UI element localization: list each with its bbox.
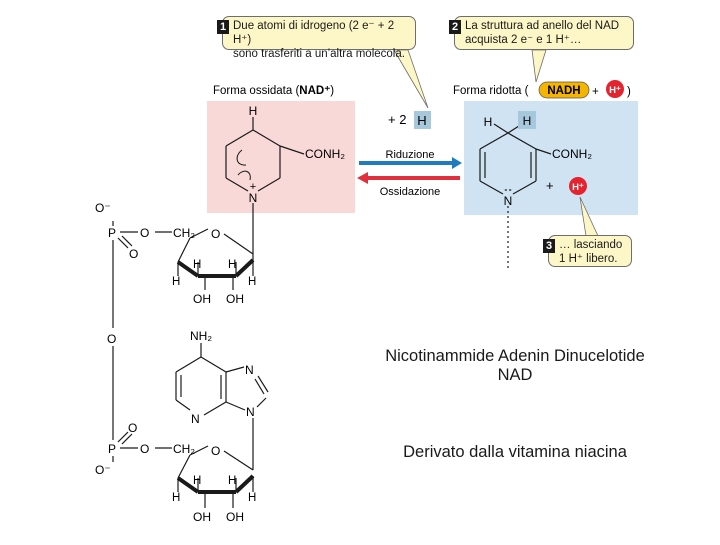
oxidation-arrowhead: [357, 172, 368, 184]
proton-badge-top: [606, 80, 624, 98]
svg-text:Forma ossidata (NAD⁺): Forma ossidata (NAD⁺): [213, 85, 334, 97]
caption-line3: Derivato dalla vitamina niacina: [403, 443, 627, 461]
callout1-pointer: [393, 49, 429, 109]
caption-line1: Nicotinammide Adenin Dinucelotide: [385, 347, 645, 365]
lower-oh1: OH: [193, 510, 211, 524]
callout-2-line2: acquista 2 e⁻ e 1 H⁺…: [465, 34, 582, 46]
callout-1-number: 1: [217, 20, 229, 34]
callout-step-1: 1 Due atomi di idrogeno (2 e⁻ + 2 H⁺) so…: [217, 16, 416, 60]
reduced-plus: +: [592, 86, 599, 98]
reduced-nicotinamide-ring: [479, 123, 552, 270]
h-box: [414, 111, 431, 129]
upper-bridge-oxygen: O: [140, 226, 149, 240]
h-box-label: H: [417, 113, 426, 128]
upper-h3: H: [228, 259, 236, 271]
lower-double-oxygen: O: [128, 421, 137, 435]
caption-title: Nicotinammide Adenin Dinucelotide NAD: [330, 347, 700, 385]
upper-h1: H: [172, 276, 180, 288]
upper-phosphorus: P: [108, 226, 116, 240]
oxidized-label-suffix: ): [330, 85, 334, 97]
callout-1-line1: Due atomi di idrogeno (2 e⁻ + 2 H⁺): [233, 20, 395, 46]
upper-h4: H: [248, 276, 256, 288]
lower-h3: H: [228, 475, 236, 487]
ring-curved-arrow-icon-2: [237, 170, 251, 181]
caption-line2: NAD: [497, 366, 533, 384]
callout-step-3: 3 … lasciando 1 H⁺ libero.: [543, 235, 632, 267]
upper-o-minus: O⁻: [95, 201, 111, 215]
callout-3-line2: 1 H⁺ libero.: [559, 253, 618, 265]
reduced-label-close: ): [627, 86, 631, 98]
adenine-nh2: NH₂: [190, 329, 212, 343]
callout-2-number: 2: [449, 20, 461, 34]
lower-phosphorus: P: [108, 442, 116, 456]
proton-label-free: H⁺: [572, 182, 584, 193]
n-plus-charge: +: [250, 181, 256, 193]
reduced-panel: [464, 101, 638, 215]
upper-double-oxygen: O: [129, 247, 138, 261]
reduced-atom-n: N: [504, 194, 513, 208]
lower-h1: H: [172, 492, 180, 504]
upper-h2: H: [193, 259, 201, 271]
lower-h4: H: [248, 492, 256, 504]
callout-1-line2: sono trasferiti a un’altra molecola.: [233, 48, 405, 60]
lower-h2: H: [193, 475, 201, 487]
callout-2-line1: La struttura ad anello del NAD: [465, 20, 620, 32]
reduced-label: Forma ridotta (: [453, 85, 529, 97]
oxidized-name: NAD⁺: [299, 85, 330, 97]
reduced-conh2: CONH₂: [552, 147, 592, 161]
lone-pair: ∘∘: [504, 187, 513, 194]
reduction-arrowhead: [452, 157, 462, 169]
atom-h-left: H: [484, 115, 493, 129]
callout-3-line1: … lasciando: [559, 239, 623, 251]
backbone-bonds: [112, 221, 269, 508]
reduction-label: Riduzione: [386, 149, 435, 161]
upper-ring-oxygen: O: [211, 227, 220, 241]
caption-vitamin: Derivato dalla vitamina niacina: [330, 443, 700, 462]
plus-two: + 2: [388, 112, 406, 127]
lower-oh2: OH: [226, 510, 244, 524]
adenine-n2: N: [245, 363, 254, 377]
reduced-plus-sign: +: [546, 178, 554, 193]
adenine-n3: N: [246, 405, 255, 419]
atom-h: H: [249, 104, 258, 118]
proton-label-top: H⁺: [609, 85, 621, 96]
nadh-badge: [538, 81, 590, 99]
lower-ring-oxygen: O: [211, 444, 220, 458]
reduced-h-box: [518, 111, 536, 129]
callout-step-2: 2 La struttura ad anello del NAD acquist…: [449, 16, 634, 50]
lower-ch2: CH₂: [173, 442, 195, 456]
oxidation-label: Ossidazione: [380, 186, 441, 198]
adenine-n1: N: [191, 412, 200, 426]
proton-badge-free: [569, 177, 587, 195]
oxidized-nicotinamide-ring: [225, 117, 305, 260]
lower-bridge-oxygen: O: [140, 442, 149, 456]
callout-3-number: 3: [543, 239, 555, 253]
atom-n: N: [249, 191, 258, 205]
atom-conh2: CONH₂: [305, 147, 345, 161]
atom-h-boxed: H: [523, 114, 532, 128]
bridge-oxygen: O: [107, 332, 116, 346]
nadh-label: NADH: [547, 85, 580, 97]
oxidized-label-prefix: Forma ossidata (: [213, 85, 299, 97]
lower-o-minus: O⁻: [95, 463, 111, 477]
upper-oh2: OH: [226, 292, 244, 306]
callout2-pointer: [531, 49, 547, 83]
oxidized-panel: [207, 101, 355, 213]
upper-ch2: CH₂: [173, 226, 195, 240]
upper-oh1: OH: [193, 292, 211, 306]
ring-curved-arrow-icon: [236, 149, 247, 166]
